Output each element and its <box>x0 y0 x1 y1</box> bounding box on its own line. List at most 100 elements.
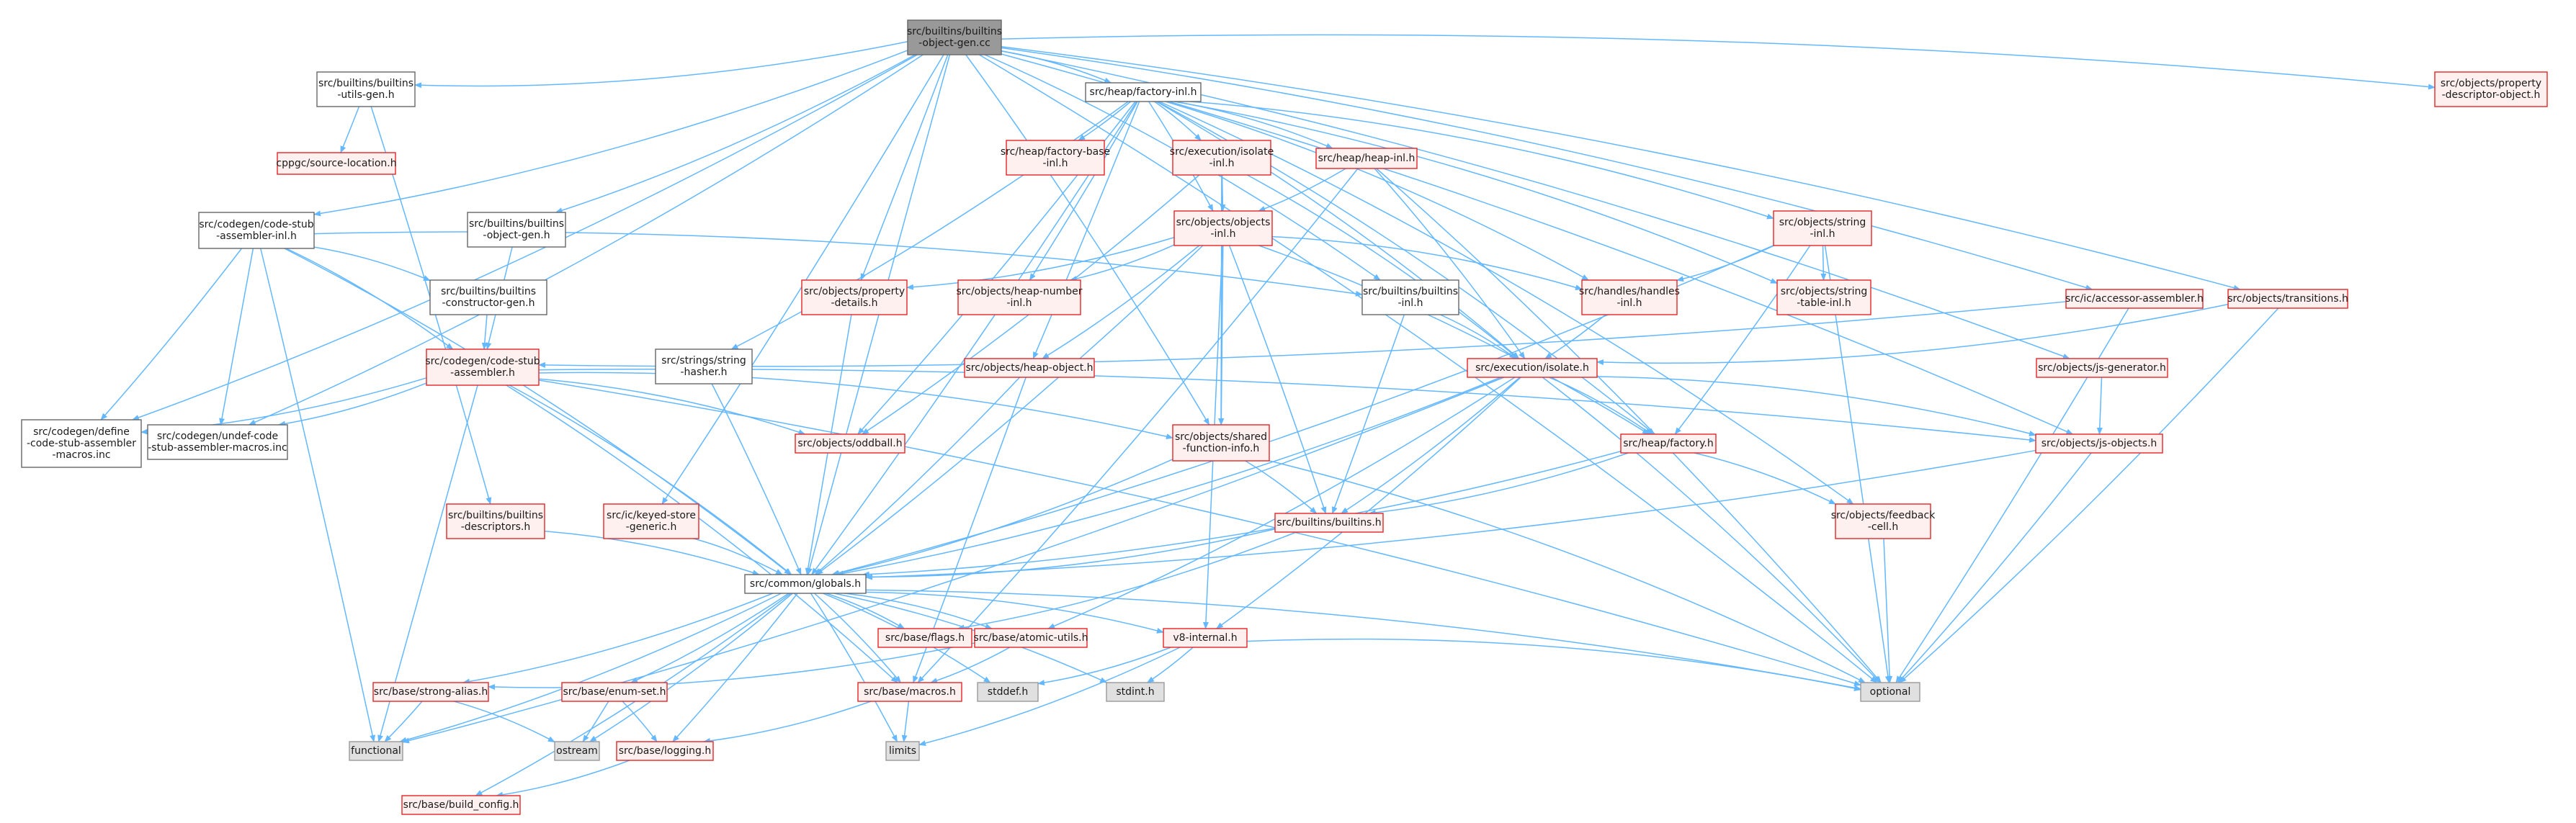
dependency-edge-globals-to-functional <box>399 593 782 743</box>
node-strong-alias[interactable]: src/base/strong-alias.h <box>372 682 489 702</box>
node-label-line: src/objects/js-generator.h <box>2038 362 2166 374</box>
dependency-edge-builtins_inl-to-builtins_h <box>1331 314 1405 514</box>
dependency-edge-enum_set-to-logging <box>622 701 658 742</box>
node-isolate[interactable]: src/execution/isolate.h <box>1467 358 1598 378</box>
node-heap-inl[interactable]: src/heap/heap-inl.h <box>1315 148 1418 169</box>
dependency-edge-accessor_asm-to-csa <box>538 301 2067 368</box>
node-v8-internal[interactable]: v8-internal.h <box>1163 628 1248 648</box>
node-handles-inl[interactable]: src/handles/handles-inl.h <box>1579 279 1680 315</box>
node-stddef: stddef.h <box>977 682 1039 702</box>
node-oddball[interactable]: src/objects/oddball.h <box>795 433 905 454</box>
node-js-objects[interactable]: src/objects/js-objects.h <box>2035 433 2163 454</box>
dependency-edge-js_objects-to-globals <box>865 449 2036 580</box>
dependency-edge-csa-to-undef_macros <box>277 382 427 427</box>
node-builtins-desc[interactable]: src/builtins/builtins-descriptors.h <box>446 503 545 539</box>
node-factory-base[interactable]: src/heap/factory-base-inl.h <box>1001 140 1110 176</box>
node-define-macros[interactable]: src/codegen/define-code-stub-assembler-m… <box>21 419 142 468</box>
node-box <box>147 424 288 460</box>
node-enum-set[interactable]: src/base/enum-set.h <box>561 682 668 702</box>
node-globals[interactable]: src/common/globals.h <box>744 574 867 594</box>
node-string-inl[interactable]: src/objects/string-inl.h <box>1773 210 1872 246</box>
node-objects-inl[interactable]: src/objects/objects-inl.h <box>1173 210 1273 246</box>
node-box <box>857 682 962 702</box>
dependency-edge-root-to-transitions <box>1001 46 2241 291</box>
node-flags[interactable]: src/base/flags.h <box>877 628 972 648</box>
node-label-line: -object-gen.h <box>483 230 550 241</box>
node-label-line: -code-stub-assembler <box>27 438 136 449</box>
dependency-edge-root-to-prop_details <box>860 54 949 281</box>
node-box <box>1274 513 1384 533</box>
node-box <box>977 682 1039 702</box>
node-obj-gen-h[interactable]: src/builtins/builtins-object-gen.h <box>467 212 566 248</box>
node-label-line: src/objects/js-objects.h <box>2041 438 2157 449</box>
node-undef-macros[interactable]: src/codegen/undef-code-stub-assembler-ma… <box>147 424 288 460</box>
node-label-line: src/codegen/code-stub <box>425 356 540 367</box>
node-accessor-asm[interactable]: src/ic/accessor-assembler.h <box>2065 289 2204 309</box>
node-prop-details[interactable]: src/objects/property-details.h <box>801 279 908 315</box>
node-utils-gen[interactable]: src/builtins/builtins-utils-gen.h <box>316 71 416 107</box>
node-js-generator[interactable]: src/objects/js-generator.h <box>2036 358 2168 378</box>
dependency-edge-root-to-optional <box>978 54 1878 683</box>
node-label-line: src/codegen/undef-code <box>157 431 278 442</box>
node-box <box>744 574 867 594</box>
dependency-edge-heap_object-to-globals <box>814 377 1021 575</box>
dependency-edge-objects_inl-to-builtins_h <box>1228 245 1327 514</box>
node-label-line: src/builtins/builtins <box>1363 286 1458 297</box>
node-stdint: stdint.h <box>1106 682 1165 702</box>
node-shared-fn[interactable]: src/objects/shared-function-info.h <box>1172 424 1270 462</box>
node-heap-factory[interactable]: src/heap/factory.h <box>1620 433 1717 454</box>
node-feedback-cell[interactable]: src/objects/feedback-cell.h <box>1831 503 1936 539</box>
node-keyed-store[interactable]: src/ic/keyed-store-generic.h <box>603 503 699 539</box>
node-label-line: src/builtins/builtins <box>318 78 413 89</box>
dependency-edge-csa_inl-to-globals <box>284 248 792 575</box>
node-label-line: src/objects/string <box>1781 286 1868 297</box>
node-label-line: src/ic/keyed-store <box>607 510 696 521</box>
node-heap-object[interactable]: src/objects/heap-object.h <box>964 358 1095 378</box>
node-label-line: src/objects/property <box>804 286 905 297</box>
node-box <box>277 152 396 175</box>
node-prop-desc-obj[interactable]: src/objects/property-descriptor-object.h <box>2434 71 2548 107</box>
dependency-edge-root-to-shared_fn <box>965 54 1210 426</box>
dependency-edge-isolate-to-heap_factory <box>1549 377 1653 435</box>
node-box <box>561 682 668 702</box>
dependency-edge-globals-to-optional <box>865 589 1861 691</box>
node-label-line: src/builtins/builtins <box>448 510 543 521</box>
node-box <box>1173 210 1273 246</box>
node-isolate-inl[interactable]: src/execution/isolate-inl.h <box>1170 140 1274 176</box>
node-csa[interactable]: src/codegen/code-stub-assembler.h <box>425 348 540 386</box>
dependency-edge-handles_inl-to-isolate <box>1544 314 1606 359</box>
node-box <box>1860 682 1920 702</box>
dependency-edge-globals-to-strong_alias <box>462 593 774 685</box>
node-label-line: functional <box>351 745 401 757</box>
node-string-hasher[interactable]: src/strings/string-hasher.h <box>655 348 753 384</box>
dependency-edge-heap_inl-to-objects_inl <box>1258 168 1346 212</box>
node-macros[interactable]: src/base/macros.h <box>857 682 962 702</box>
node-builtins-inl[interactable]: src/builtins/builtins-inl.h <box>1361 279 1459 315</box>
node-ctor-gen[interactable]: src/builtins/builtins-constructor-gen.h <box>429 279 547 315</box>
node-box <box>2434 71 2548 107</box>
node-box <box>1581 279 1678 315</box>
node-box <box>198 212 315 249</box>
dependency-edge-root-to-obj_gen_h <box>555 54 916 214</box>
node-string-table[interactable]: src/objects/string-table-inl.h <box>1776 279 1871 315</box>
dependency-edge-string_inl-to-heap_factory <box>1674 245 1811 435</box>
node-logging[interactable]: src/base/logging.h <box>616 741 714 761</box>
node-source-loc[interactable]: cppgc/source-location.h <box>276 152 397 175</box>
dependency-edge-v8_internal-to-optional <box>1246 638 1861 691</box>
node-label-line: -descriptor-object.h <box>2442 89 2541 101</box>
dependency-edge-shared_fn-to-optional <box>1269 460 1866 683</box>
node-heap-number[interactable]: src/objects/heap-number-inl.h <box>957 279 1083 315</box>
node-transitions[interactable]: src/objects/transitions.h <box>2227 289 2348 309</box>
node-build-config[interactable]: src/base/build_config.h <box>401 795 521 815</box>
node-csa-inl[interactable]: src/codegen/code-stub-assembler-inl.h <box>198 212 315 249</box>
dependency-edge-ctor_gen-to-csa <box>481 314 488 350</box>
node-root[interactable]: src/builtins/builtins-object-gen.cc <box>907 19 1002 55</box>
node-label-line: src/builtins/builtins <box>469 218 564 230</box>
node-factory-inl[interactable]: src/heap/factory-inl.h <box>1085 82 1202 102</box>
node-label-line: src/objects/feedback <box>1831 510 1936 521</box>
node-builtins-h[interactable]: src/builtins/builtins.h <box>1274 513 1384 533</box>
dependency-edge-csa-to-shared_fn <box>538 372 1173 440</box>
node-atomic-utils[interactable]: src/base/atomic-utils.h <box>974 628 1088 648</box>
node-box <box>974 628 1088 648</box>
node-label-line: -function-info.h <box>1183 443 1260 454</box>
